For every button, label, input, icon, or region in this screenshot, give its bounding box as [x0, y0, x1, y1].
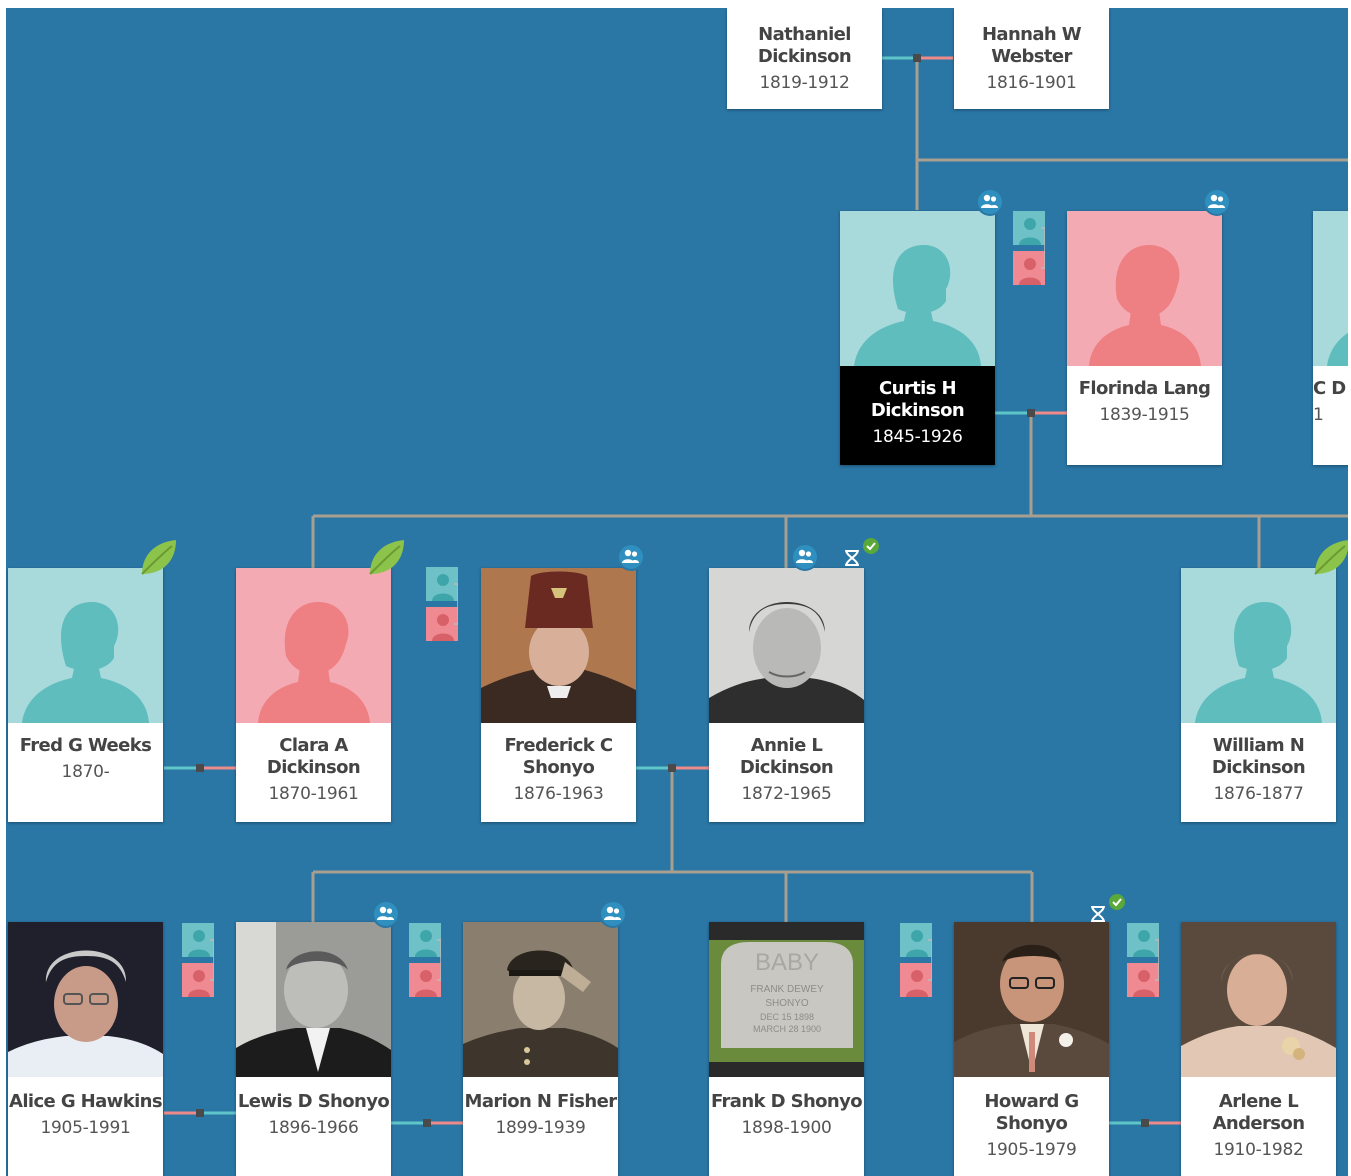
headstone-photo: BABY FRANK DEWEY SHONYO DEC 15 1898 MARC…	[709, 922, 864, 1077]
family-group-icon[interactable]	[619, 545, 643, 569]
person-dates: 1905-1991	[40, 1118, 131, 1138]
headstone-text: DEC 15 1898	[760, 1012, 814, 1022]
alternate-spouses-icon[interactable]	[409, 923, 443, 997]
person-card-curtis-dickinson[interactable]: Curtis H Dickinson 1845-1926	[840, 211, 995, 465]
alternate-spouses-icon[interactable]	[426, 567, 460, 641]
person-card-howard-shonyo[interactable]: Howard G Shonyo 1905-1979	[954, 922, 1109, 1176]
person-dates: 1870-1961	[268, 784, 359, 804]
person-dates: 1896-1966	[268, 1118, 359, 1138]
person-name: Frederick C Shonyo	[504, 735, 613, 778]
person-dates: 1816-1901	[986, 73, 1077, 93]
person-card-lewis-shonyo[interactable]: Lewis D Shonyo 1896-1966	[236, 922, 391, 1176]
person-card-alice-hawkins[interactable]: Alice G Hawkins 1905-1991	[8, 922, 163, 1176]
alternate-spouses-icon[interactable]	[900, 923, 934, 997]
alternate-spouses-icon[interactable]	[182, 923, 216, 997]
person-name: Alice G Hawkins	[9, 1091, 163, 1112]
person-dates: 1905-1979	[986, 1140, 1077, 1160]
family-group-icon[interactable]	[601, 902, 625, 926]
person-card-partial-right-edge[interactable]: C D 1	[1313, 211, 1348, 465]
family-group-icon[interactable]	[1205, 190, 1229, 214]
hint-leaf-icon[interactable]	[366, 538, 406, 578]
female-silhouette-icon	[1067, 211, 1222, 366]
person-card-frank-shonyo[interactable]: BABY FRANK DEWEY SHONYO DEC 15 1898 MARC…	[709, 922, 864, 1176]
person-name: Howard G Shonyo	[984, 1091, 1079, 1134]
tree-connectors	[164, 54, 1348, 1127]
alternate-spouses-icon[interactable]	[1127, 923, 1161, 997]
person-name: Frank D Shonyo	[710, 1091, 863, 1112]
person-card-hannah-webster[interactable]: Hannah W Webster 1816-1901	[954, 8, 1109, 109]
dna-icon[interactable]	[1090, 904, 1106, 924]
dna-match-check-icon	[1107, 892, 1127, 912]
person-dates: 1910-1982	[1213, 1140, 1304, 1160]
person-card-william-dickinson[interactable]: William N Dickinson 1876-1877	[1181, 568, 1336, 822]
person-dates: 1819-1912	[759, 73, 850, 93]
male-silhouette-icon	[1181, 568, 1336, 723]
person-name: Lewis D Shonyo	[237, 1091, 390, 1112]
female-silhouette-icon	[236, 568, 391, 723]
family-tree-canvas[interactable]: Nathaniel Dickinson 1819-1912 Hannah W W…	[6, 8, 1348, 1176]
person-card-clara-dickinson[interactable]: Clara A Dickinson 1870-1961	[236, 568, 391, 822]
male-silhouette-icon	[840, 211, 995, 366]
person-card-arlene-anderson[interactable]: Arlene L Anderson 1910-1982	[1181, 922, 1336, 1176]
person-dates: 1839-1915	[1099, 405, 1190, 425]
headstone-text: BABY	[755, 949, 819, 976]
hint-leaf-icon[interactable]	[138, 538, 178, 578]
person-card-florinda-lang[interactable]: Florinda Lang 1839-1915	[1067, 211, 1222, 465]
person-name: Marion N Fisher	[464, 1091, 618, 1112]
portrait-photo	[954, 922, 1109, 1077]
person-card-frederick-shonyo[interactable]: Frederick C Shonyo 1876-1963	[481, 568, 636, 822]
male-silhouette-icon	[8, 568, 163, 723]
person-dates: 1899-1939	[495, 1118, 586, 1138]
person-name: Hannah W Webster	[981, 24, 1082, 67]
person-dates: 1845-1926	[872, 427, 963, 447]
portrait-photo	[463, 922, 618, 1077]
person-card-fred-weeks[interactable]: Fred G Weeks 1870-	[8, 568, 163, 822]
person-dates: 1898-1900	[741, 1118, 832, 1138]
person-name: Fred G Weeks	[19, 735, 152, 756]
person-name: C D	[1313, 378, 1346, 399]
portrait-photo	[236, 922, 391, 1077]
person-name: Clara A Dickinson	[266, 735, 361, 778]
person-card-marion-fisher[interactable]: Marion N Fisher 1899-1939	[463, 922, 618, 1176]
family-group-icon[interactable]	[978, 190, 1002, 214]
headstone-text: SHONYO	[765, 998, 809, 1009]
headstone-text: FRANK DEWEY	[750, 984, 824, 995]
family-group-icon[interactable]	[793, 545, 817, 569]
dna-match-check-icon	[861, 536, 881, 556]
portrait-photo	[481, 568, 636, 723]
person-name: Nathaniel Dickinson	[757, 24, 852, 67]
person-dates: 1872-1965	[741, 784, 832, 804]
portrait-photo	[8, 922, 163, 1077]
portrait-photo	[1181, 922, 1336, 1077]
person-dates: 1	[1313, 405, 1324, 425]
person-name: Arlene L Anderson	[1212, 1091, 1305, 1134]
person-name: Florinda Lang	[1078, 378, 1211, 399]
portrait-photo	[709, 568, 864, 723]
dna-icon[interactable]	[844, 548, 860, 568]
person-card-annie-dickinson[interactable]: Annie L Dickinson 1872-1965	[709, 568, 864, 822]
male-silhouette-icon	[1313, 211, 1348, 366]
person-name: William N Dickinson	[1211, 735, 1306, 778]
hint-leaf-icon[interactable]	[1311, 538, 1348, 578]
person-dates: 1870-	[61, 762, 110, 782]
person-dates: 1876-1877	[1213, 784, 1304, 804]
person-card-nathaniel-dickinson[interactable]: Nathaniel Dickinson 1819-1912	[727, 8, 882, 109]
person-dates: 1876-1963	[513, 784, 604, 804]
person-name: Curtis H Dickinson	[870, 378, 965, 421]
family-group-icon[interactable]	[374, 902, 398, 926]
alternate-spouses-icon[interactable]	[1013, 211, 1047, 285]
person-name: Annie L Dickinson	[739, 735, 834, 778]
headstone-text: MARCH 28 1900	[753, 1024, 821, 1034]
